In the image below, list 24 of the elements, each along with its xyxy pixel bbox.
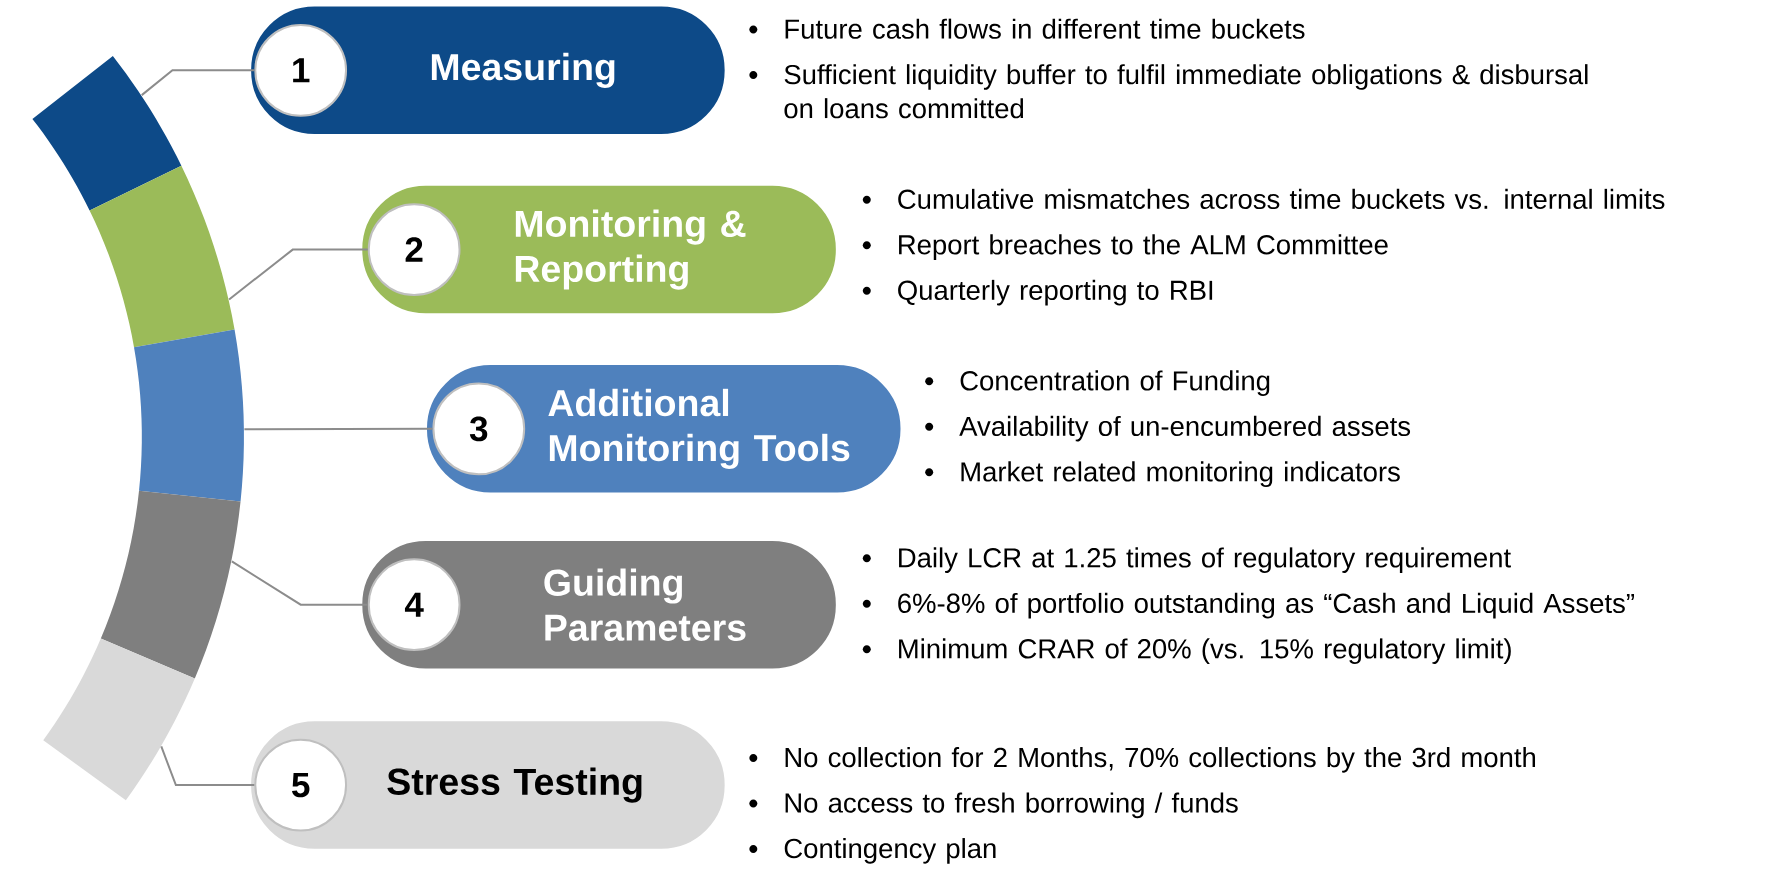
leader-line <box>243 427 434 431</box>
bullet-item: No access to fresh borrowing / funds <box>749 792 1238 818</box>
bullet-item: Concentration of Funding <box>925 370 1270 396</box>
bullet-item: Cumulative mismatches across time buckets vs. internal limits <box>862 188 1665 209</box>
bullet-item: Contingency plan <box>749 837 996 864</box>
bullet-item: Availability of un-encumbered assets <box>925 415 1411 442</box>
arc-segment <box>134 329 244 502</box>
bullet-item: Future cash flows in different time buckets <box>749 18 1305 39</box>
bullet-item: Daily LCR at 1.25 times of regulatory requirement <box>862 547 1511 573</box>
bullet-item: Market related monitoring indicators <box>925 461 1400 487</box>
arc-segment <box>100 490 241 679</box>
arc-segment <box>43 638 195 801</box>
bullet-item: Minimum CRAR of 20% (vs. 15% regulatory limit) <box>862 638 1511 664</box>
arc-segment <box>89 165 235 347</box>
leader-line <box>140 69 256 96</box>
bullet-item: No collection for 2 Months, 70% collections by the 3rd month <box>749 746 1535 773</box>
bullet-item: Report breaches to the ALM Committee <box>862 234 1388 260</box>
bullet-item: 6%-8% of portfolio outstanding as “Cash and Liquid Assets” <box>862 592 1634 619</box>
arc-segment <box>32 55 182 211</box>
bullet-item: Quarterly reporting to RBI <box>862 279 1213 306</box>
leader-line <box>228 248 369 301</box>
leader-line <box>160 745 256 786</box>
bullet-item: Sufficient liquidity buffer to fulfil immediate obligations & disbursal on loans committed <box>749 64 1588 119</box>
leader-line <box>230 560 369 606</box>
